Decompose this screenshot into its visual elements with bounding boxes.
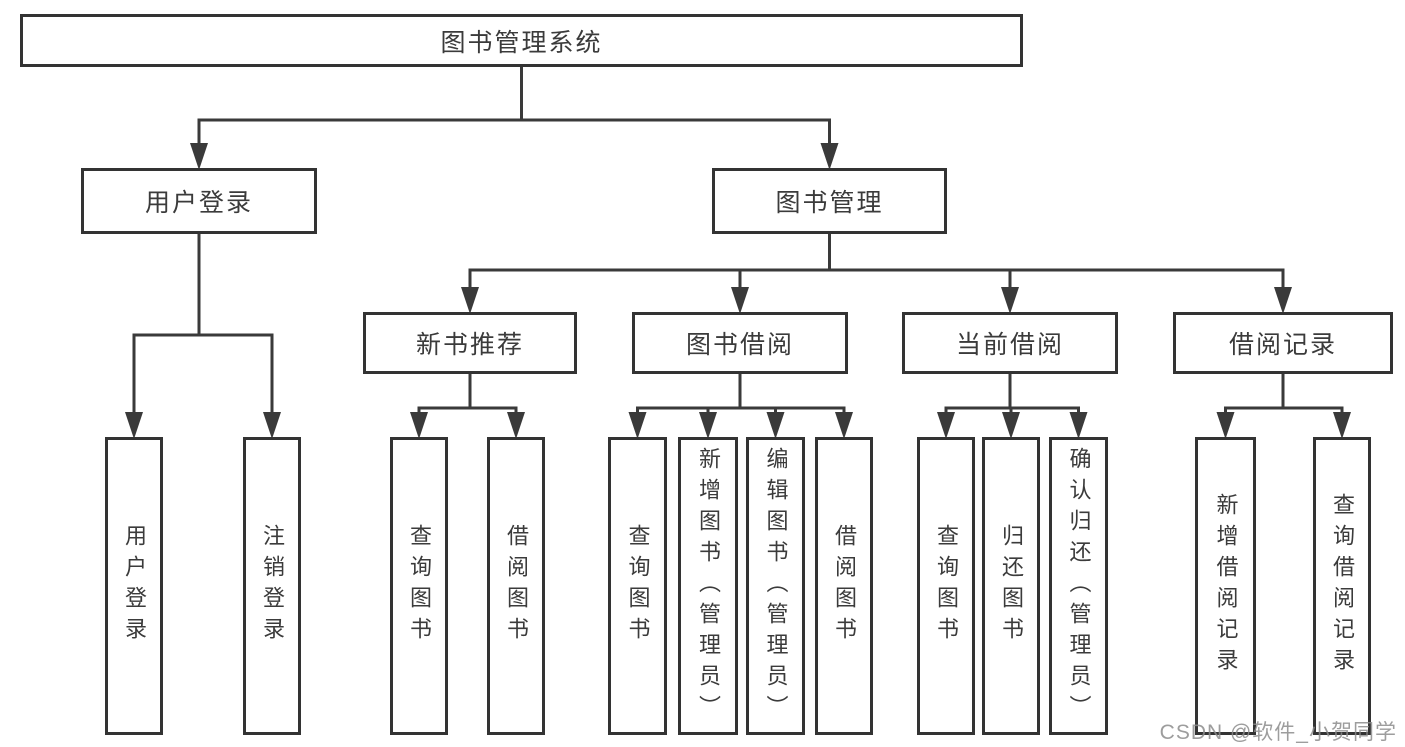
node-book-mgmt: 图书管理 [712,168,947,234]
node-leaf-br-query-record: 查询借阅记录 [1313,437,1371,735]
node-user-login: 用户登录 [81,168,317,234]
node-new-book-rec: 新书推荐 [363,312,577,374]
node-root: 图书管理系统 [20,14,1023,67]
node-leaf-bb-add-book: 新增图书（管理员） [678,437,738,735]
node-book-borrow: 图书借阅 [632,312,848,374]
node-leaf-logout: 注销登录 [243,437,301,735]
node-leaf-cb-return-book: 归还图书 [982,437,1040,735]
node-leaf-bb-borrow-book: 借阅图书 [815,437,873,735]
node-leaf-nbr-borrow-book: 借阅图书 [487,437,545,735]
node-leaf-cb-query-book: 查询图书 [917,437,975,735]
node-current-borrow: 当前借阅 [902,312,1118,374]
node-leaf-bb-query-book: 查询图书 [608,437,667,735]
node-leaf-cb-confirm-return: 确认归还（管理员） [1049,437,1108,735]
node-leaf-user-login: 用户登录 [105,437,163,735]
node-borrow-records: 借阅记录 [1173,312,1393,374]
watermark: CSDN @软件_小贺同学 [1159,721,1397,744]
node-leaf-br-add-record: 新增借阅记录 [1195,437,1256,735]
node-leaf-bb-edit-book: 编辑图书（管理员） [746,437,805,735]
node-leaf-nbr-query-book: 查询图书 [390,437,448,735]
